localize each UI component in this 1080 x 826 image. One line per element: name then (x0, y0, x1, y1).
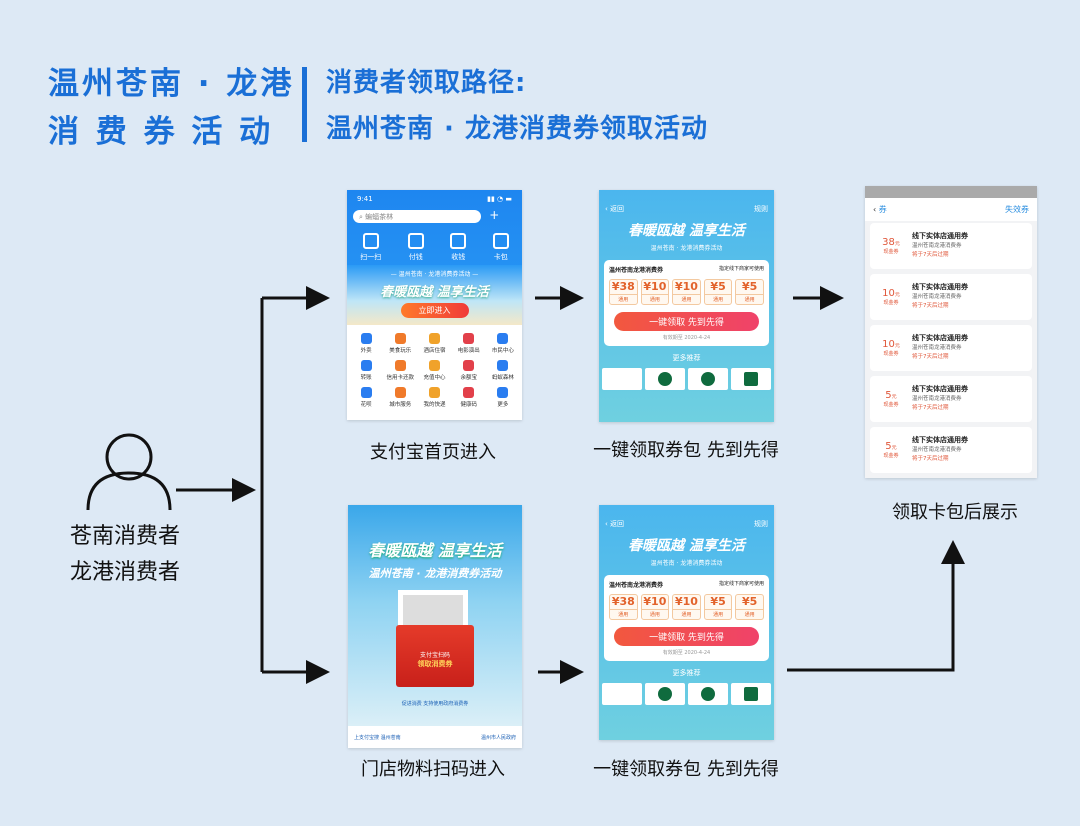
back-button[interactable]: ‹ 返回 (605, 520, 625, 528)
enter-button[interactable]: 立即进入 (400, 303, 469, 318)
app-grid-item[interactable]: 健康码 (452, 387, 486, 408)
wallet-coupon-item[interactable]: 38元现金券线下实体店通用券温州苍南龙港消费券将于7天后过期 (870, 223, 1032, 269)
app-icon (394, 387, 406, 398)
app-grid-item[interactable]: 花呗 (349, 387, 383, 408)
app-icon (360, 333, 372, 344)
caption-claim-top: 一键领取券包 先到先得 (593, 440, 779, 461)
caption-claim-bottom: 一键领取券包 先到先得 (593, 759, 779, 780)
app-grid-item[interactable]: 信用卡还款 (383, 360, 417, 381)
claim-page-bottom: ‹ 返回规则 春暖瓯越 温享生活 温州苍南 · 龙港消费券活动 温州苍南龙港消费… (599, 505, 774, 740)
app-grid-item[interactable]: 转账 (349, 360, 383, 381)
search-input[interactable]: ⌕ 蝙蝠茶林 (353, 210, 481, 223)
wallet-coupon-item[interactable]: 5元现金券线下实体店通用券温州苍南龙港消费券将于7天后过期 (870, 427, 1032, 473)
expired-coupons-link[interactable]: 失效券 (1005, 205, 1029, 214)
app-grid-item[interactable]: 更多 (486, 387, 520, 408)
subtitle: 消费者领取路径: 温州苍南 · 龙港消费券领取活动 (326, 68, 708, 144)
wallet-coupon-item[interactable]: 10元现金券线下实体店通用券温州苍南龙港消费券将于7天后过期 (870, 325, 1032, 371)
caption-store-scan: 门店物料扫码进入 (361, 759, 505, 780)
app-grid-item[interactable]: 余额宝 (452, 360, 486, 381)
person-head-icon (105, 433, 153, 481)
signal-icon: ▮▮ ◔ ▬ (487, 195, 512, 203)
store-poster-screenshot: 春暖瓯越 温享生活 温州苍南 · 龙港消费券活动 支付宝扫码领取消费券 促进消费… (348, 505, 522, 748)
app-icon (428, 360, 440, 371)
red-envelope: 支付宝扫码领取消费券 (396, 625, 474, 687)
app-icon (497, 387, 509, 398)
app-grid-item[interactable]: 电影演出 (452, 333, 486, 354)
wallet-coupon-item[interactable]: 5元现金券线下实体店通用券温州苍南龙港消费券将于7天后过期 (870, 376, 1032, 422)
main-title: 温州苍南 · 龙港 消 费 券 活 动 (48, 66, 295, 150)
claim-page-top: ‹ 返回规则 春暖瓯越 温享生活 温州苍南 · 龙港消费券活动 温州苍南龙港消费… (599, 190, 774, 422)
app-grid-item[interactable]: 外卖 (349, 333, 383, 354)
app-grid-item[interactable]: 城市服务 (383, 387, 417, 408)
app-grid-item[interactable]: 充值中心 (417, 360, 451, 381)
quick-cards[interactable]: 卡包 (492, 233, 509, 262)
caption-alipay-home: 支付宝首页进入 (370, 442, 496, 463)
brand-row (599, 363, 774, 395)
app-grid: 外卖美食玩乐酒店住宿电影演出市民中心转账信用卡还款充值中心余额宝蚂蚁森林花呗城市… (347, 325, 522, 416)
app-grid-item[interactable]: 我的快递 (417, 387, 451, 408)
app-icon (360, 360, 372, 371)
consumer-label: 苍南消费者 龙港消费者 (69, 524, 180, 585)
app-grid-item[interactable]: 酒店住宿 (417, 333, 451, 354)
app-grid-item[interactable]: 蚂蚁森林 (486, 360, 520, 381)
alipay-home-screenshot: 9:41▮▮ ◔ ▬ ⌕ 蝙蝠茶林 + 扫一扫 付钱 收钱 卡包 — 温州苍南 … (347, 190, 522, 420)
back-button[interactable]: ‹ 返回 (605, 205, 625, 213)
quick-pay[interactable]: 付钱 (407, 233, 424, 262)
app-icon (394, 333, 406, 344)
app-icon (463, 360, 475, 371)
app-icon (394, 360, 406, 371)
app-icon (497, 333, 509, 344)
app-icon (428, 387, 440, 398)
caption-card-wallet: 领取卡包后展示 (892, 502, 1018, 523)
card-wallet-screenshot: ‹ 券 失效券 38元现金券线下实体店通用券温州苍南龙港消费券将于7天后过期 10元… (865, 186, 1037, 478)
quick-receive[interactable]: 收钱 (450, 233, 467, 262)
app-icon (428, 333, 440, 344)
claim-button[interactable]: 一键领取 先到先得 (614, 312, 759, 331)
wallet-coupon-item[interactable]: 10元现金券线下实体店通用券温州苍南龙港消费券将于7天后过期 (870, 274, 1032, 320)
app-grid-item[interactable]: 市民中心 (486, 333, 520, 354)
back-button[interactable]: ‹ 券 (873, 205, 887, 214)
quick-scan[interactable]: 扫一扫 (360, 233, 381, 262)
person-body-icon (86, 471, 172, 511)
app-icon (497, 360, 509, 371)
app-grid-item[interactable]: 美食玩乐 (383, 333, 417, 354)
add-icon[interactable]: + (489, 208, 500, 222)
claim-button[interactable]: 一键领取 先到先得 (614, 627, 759, 646)
rules-link[interactable]: 规则 (754, 520, 768, 528)
app-icon (463, 387, 475, 398)
arrow-bottom-3 (787, 540, 965, 672)
campaign-banner[interactable]: — 温州苍南 · 龙港消费券活动 — 春暖瓯越 温享生活 立即进入 (347, 265, 522, 325)
rules-link[interactable]: 规则 (754, 205, 768, 213)
title-divider (302, 67, 307, 142)
app-icon (463, 333, 475, 344)
app-icon (360, 387, 372, 398)
